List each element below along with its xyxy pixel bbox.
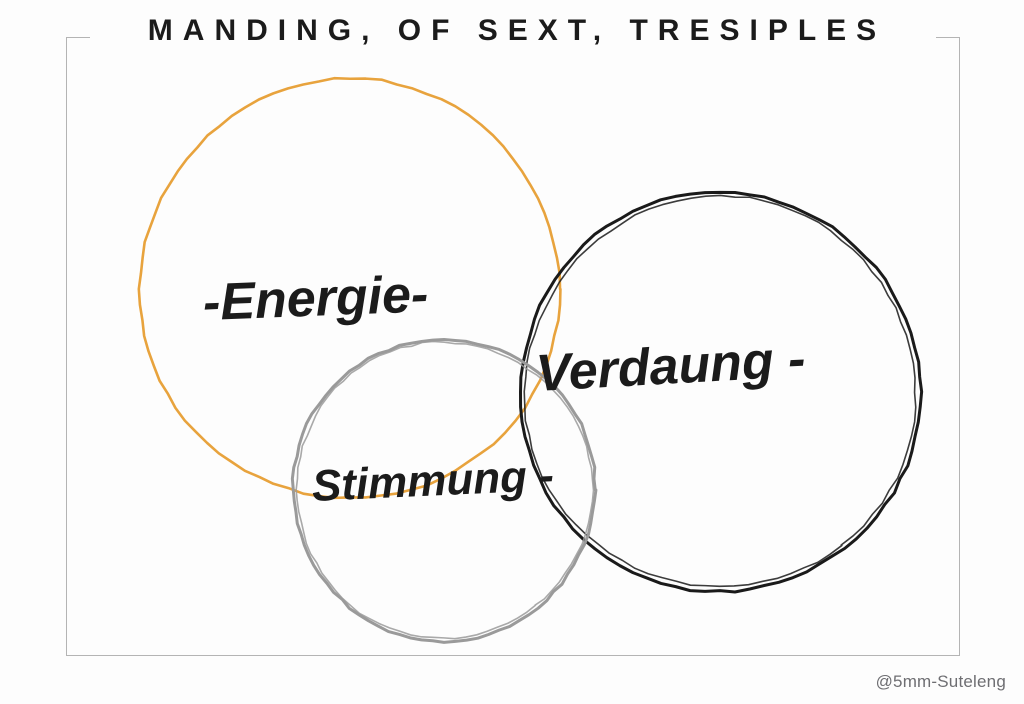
frame-border-left bbox=[66, 37, 67, 656]
circle-label-stimmung: Stimmung - bbox=[310, 451, 555, 511]
circle-verdaung bbox=[519, 190, 924, 594]
circle-label-verdaung: Verdaung - bbox=[534, 329, 807, 403]
frame-border-top-left bbox=[66, 37, 90, 38]
watermark: @5mm-Suteleng bbox=[875, 672, 1006, 691]
frame-border-top-right bbox=[936, 37, 960, 38]
frame-border-right bbox=[959, 37, 960, 656]
circle-stimmung bbox=[290, 337, 598, 644]
page-title: MANDING, OF SEXT, TRESIPLES bbox=[147, 14, 887, 47]
circle-label-energie: -Energie- bbox=[201, 265, 430, 332]
circle-energie bbox=[137, 76, 562, 500]
circle-verdaung bbox=[523, 194, 917, 588]
frame-border-bottom bbox=[66, 655, 960, 656]
circle-stimmung bbox=[295, 340, 595, 640]
